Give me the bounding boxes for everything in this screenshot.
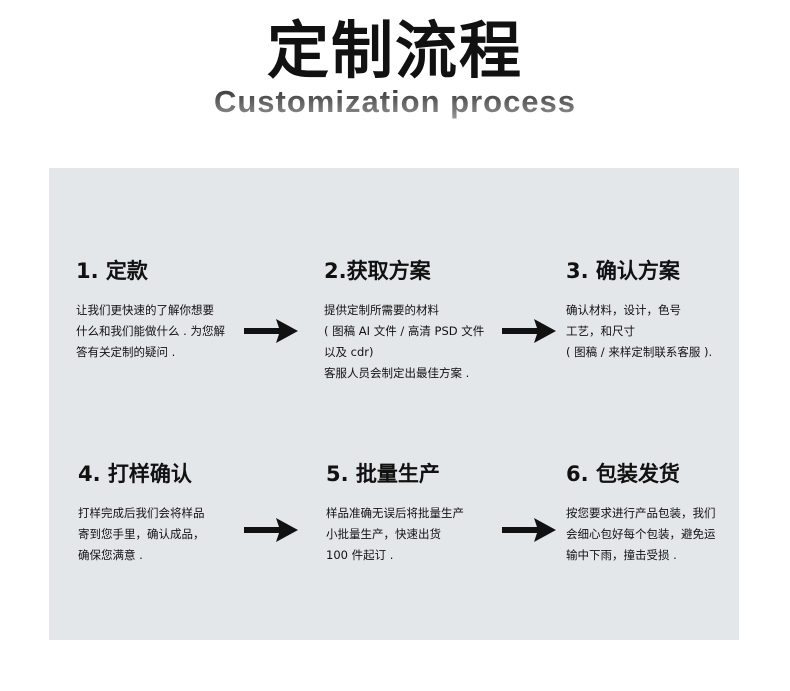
step-card-5: 5. 批量生产 样品准确无误后将批量生产 小批量生产，快速出货 100 件起订 … — [326, 461, 506, 566]
step-description: 提供定制所需要的材料 ( 图稿 AI 文件 / 高清 PSD 文件 以及 cdr… — [324, 303, 485, 380]
step-card-4: 4. 打样确认 打样完成后我们会将样品 寄到您手里，确认成品， 确保您满意 . — [78, 461, 248, 566]
step-card-6: 6. 包装发货 按您要求进行产品包装，我们 会细心包好每个包装，避免运 输中下雨… — [566, 461, 736, 566]
step-card-1: 1. 定款 让我们更快速的了解你想要 什么和我们能做什么 . 为您解 答有关定制… — [76, 258, 246, 363]
step-card-3: 3. 确认方案 确认材料，设计，色号 工艺，和尺寸 ( 图稿 / 来样定制联系客… — [566, 258, 736, 363]
step-description: 按您要求进行产品包装，我们 会细心包好每个包装，避免运 输中下雨，撞击受损 . — [566, 506, 716, 562]
step-description: 确认材料，设计，色号 工艺，和尺寸 ( 图稿 / 来样定制联系客服 ). — [566, 303, 713, 359]
step-card-2: 2.获取方案 提供定制所需要的材料 ( 图稿 AI 文件 / 高清 PSD 文件… — [324, 258, 504, 384]
step-description: 样品准确无误后将批量生产 小批量生产，快速出货 100 件起订 . — [326, 506, 464, 562]
step-title: 1. 定款 — [76, 259, 148, 283]
step-title: 6. 包装发货 — [566, 462, 680, 486]
step-title: 4. 打样确认 — [78, 462, 192, 486]
step-description: 打样完成后我们会将样品 寄到您手里，确认成品， 确保您满意 . — [78, 506, 205, 562]
page-subtitle: Customization process — [0, 84, 790, 120]
step-title: 5. 批量生产 — [326, 462, 440, 486]
process-panel: 1. 定款 让我们更快速的了解你想要 什么和我们能做什么 . 为您解 答有关定制… — [49, 168, 739, 640]
right-arrow-icon — [244, 518, 298, 542]
step-description: 让我们更快速的了解你想要 什么和我们能做什么 . 为您解 答有关定制的疑问 . — [76, 303, 225, 359]
right-arrow-icon — [502, 518, 556, 542]
step-title: 2.获取方案 — [324, 259, 431, 283]
right-arrow-icon — [244, 319, 298, 343]
step-title: 3. 确认方案 — [566, 259, 680, 283]
right-arrow-icon — [502, 319, 556, 343]
page-title: 定制流程 — [266, 14, 523, 87]
